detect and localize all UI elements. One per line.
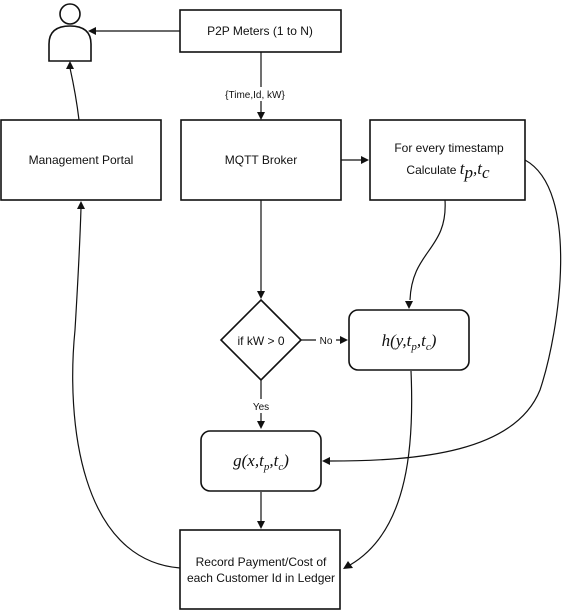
edge-label-yes: Yes — [253, 402, 269, 413]
mqtt-broker-node: MQTT Broker — [180, 119, 342, 201]
management-portal-label: Management Portal — [29, 153, 134, 167]
arrowhead — [77, 201, 85, 209]
arrowhead — [257, 112, 265, 120]
tp-sub: p — [464, 163, 474, 182]
h-function-label: h(y,tp,tc) — [382, 331, 437, 353]
arrowhead — [343, 561, 353, 569]
meters-label: P2P Meters (1 to N) — [207, 24, 313, 38]
edge-h-to-ledger — [349, 370, 413, 566]
g-function-node: g(x,tp,tc) — [200, 430, 322, 492]
arrowhead — [257, 421, 265, 429]
mqtt-broker-label: MQTT Broker — [225, 153, 297, 167]
h-function-node: h(y,tp,tc) — [348, 309, 470, 371]
edge-label-no: No — [320, 336, 333, 347]
ledger-line2: each Customer Id in Ledger — [187, 571, 335, 585]
ledger-node: Record Payment/Cost of each Customer Id … — [179, 529, 341, 610]
arrowhead — [340, 336, 348, 344]
edge-calc-to-g — [329, 159, 562, 462]
user-icon — [48, 3, 92, 62]
arrowhead — [322, 457, 330, 465]
edge-label-meter-data: {Time,Id, kW} — [225, 90, 285, 101]
g-function-label: g(x,tp,tc) — [233, 451, 289, 473]
arrowhead — [361, 156, 369, 164]
tc-t: t — [477, 159, 483, 178]
tc-sub: c — [482, 163, 490, 182]
timestamp-calc-line1: For every timestamp — [394, 141, 504, 155]
arrowhead — [257, 291, 265, 299]
decision-node: if kW > 0 — [219, 298, 303, 382]
meters-node: P2P Meters (1 to N) — [179, 9, 342, 53]
management-portal-node: Management Portal — [0, 119, 162, 201]
edge-ledger-to-portal — [72, 207, 181, 569]
ledger-line1: Record Payment/Cost of — [196, 555, 327, 569]
arrowhead — [66, 61, 74, 69]
timestamp-calc-node: For every timestamp Calculate tp,tc — [369, 119, 526, 201]
timestamp-calc-prefix: Calculate — [406, 163, 459, 177]
edge-calc-to-h — [409, 199, 446, 301]
tp-t: t — [460, 159, 466, 178]
edge-portal-to-user — [69, 67, 80, 121]
decision-label: if kW > 0 — [237, 334, 284, 348]
timestamp-calc-line2: Calculate tp,tc — [406, 159, 490, 182]
arrowhead — [257, 521, 265, 529]
arrowhead — [88, 27, 96, 35]
arrowhead — [405, 301, 413, 309]
